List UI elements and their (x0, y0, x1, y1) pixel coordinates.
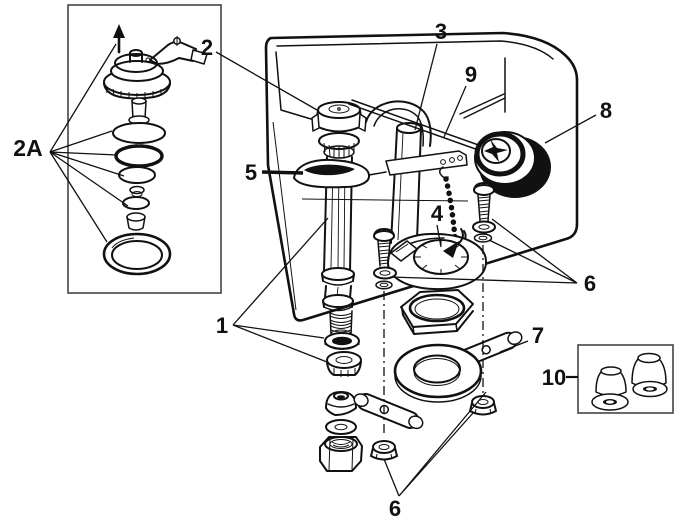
arrow-up-icon (113, 24, 125, 54)
flange-nut-left (370, 440, 398, 461)
callout-4: 4 (431, 201, 444, 226)
callout-6-right: 6 (584, 271, 596, 296)
flange-nut-right (469, 395, 497, 416)
inset-box-bolt-washers (577, 344, 674, 414)
callout-6-bottom: 6 (389, 496, 401, 521)
callout-5: 5 (245, 160, 257, 185)
leaders-2a (49, 43, 129, 243)
cap-lever (149, 36, 208, 65)
seat-arrow-icon (443, 241, 459, 258)
lever-bar (385, 150, 468, 176)
callout-8: 8 (600, 98, 612, 123)
flush-valve-locknut (400, 289, 474, 335)
callout-7: 7 (532, 323, 544, 348)
valve-cap (311, 101, 367, 159)
leader-lines (215, 43, 597, 497)
callout-1: 1 (216, 313, 228, 338)
shank-washers (324, 332, 362, 377)
cap-internals-stack (102, 97, 172, 276)
tank-outline (264, 31, 579, 322)
callout-9: 9 (465, 62, 477, 87)
waterline (301, 198, 469, 202)
callout-10: 10 (542, 365, 566, 390)
callout-2a: 2A (13, 135, 42, 161)
chain (443, 176, 458, 241)
callout-2: 2 (201, 35, 213, 60)
fill-valve (311, 101, 367, 339)
wing-arm-lower (353, 393, 424, 430)
float-lever (293, 158, 387, 189)
flush-valve-seat (386, 228, 488, 291)
tank-bolt-left (370, 228, 398, 461)
callout-3: 3 (435, 19, 447, 44)
inset-box-cap-assembly (49, 4, 222, 294)
inset-cap (103, 49, 171, 100)
gasket (353, 331, 523, 430)
flapper-hub-icon (484, 139, 508, 162)
callout-labels: 2A 2 3 9 8 5 4 6 7 10 1 6 (13, 19, 612, 521)
flapper (474, 131, 551, 198)
hex-nut (319, 436, 363, 472)
coupling-nut-stack (319, 391, 363, 472)
